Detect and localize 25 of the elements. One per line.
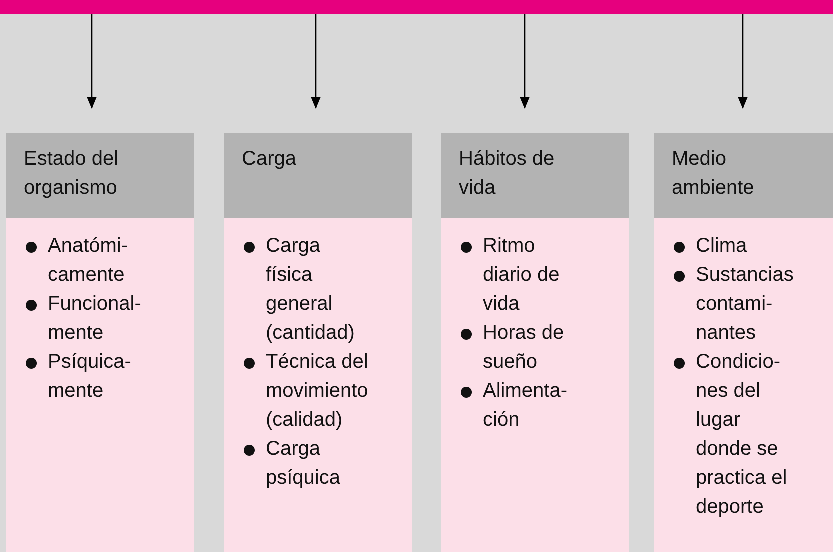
list-item: Clima (672, 232, 793, 261)
arrow (738, 14, 748, 109)
list-item: Carga psíquica (242, 435, 372, 493)
list-item: Carga física general (cantidad) (242, 232, 372, 348)
header-bar (0, 0, 833, 14)
arrow (311, 14, 321, 109)
column-heading: Hábitos de vida (441, 133, 629, 218)
arrow (87, 14, 97, 109)
list-item: Alimenta-ción (459, 377, 589, 435)
arrow (520, 14, 530, 109)
list-item: Funcional-mente (24, 290, 154, 348)
column-heading: Medio ambiente (654, 133, 833, 218)
list-item: Psíquica-mente (24, 348, 154, 406)
list-item: Técnica del movimiento (calidad) (242, 348, 372, 435)
list-item: Anatómi-camente (24, 232, 154, 290)
list-item: Horas de sueño (459, 319, 589, 377)
column-heading: Estado del organismo (6, 133, 194, 218)
category-column (441, 133, 629, 552)
list-item: Condicio-nes del lugar donde se practica el deporte (672, 348, 793, 522)
category-column (224, 133, 412, 552)
list-item: Ritmo diario de vida (459, 232, 589, 319)
category-column (6, 133, 194, 552)
category-column (654, 133, 833, 552)
column-heading: Carga (224, 133, 412, 218)
list-item: Sustancias contami-nantes (672, 261, 793, 348)
